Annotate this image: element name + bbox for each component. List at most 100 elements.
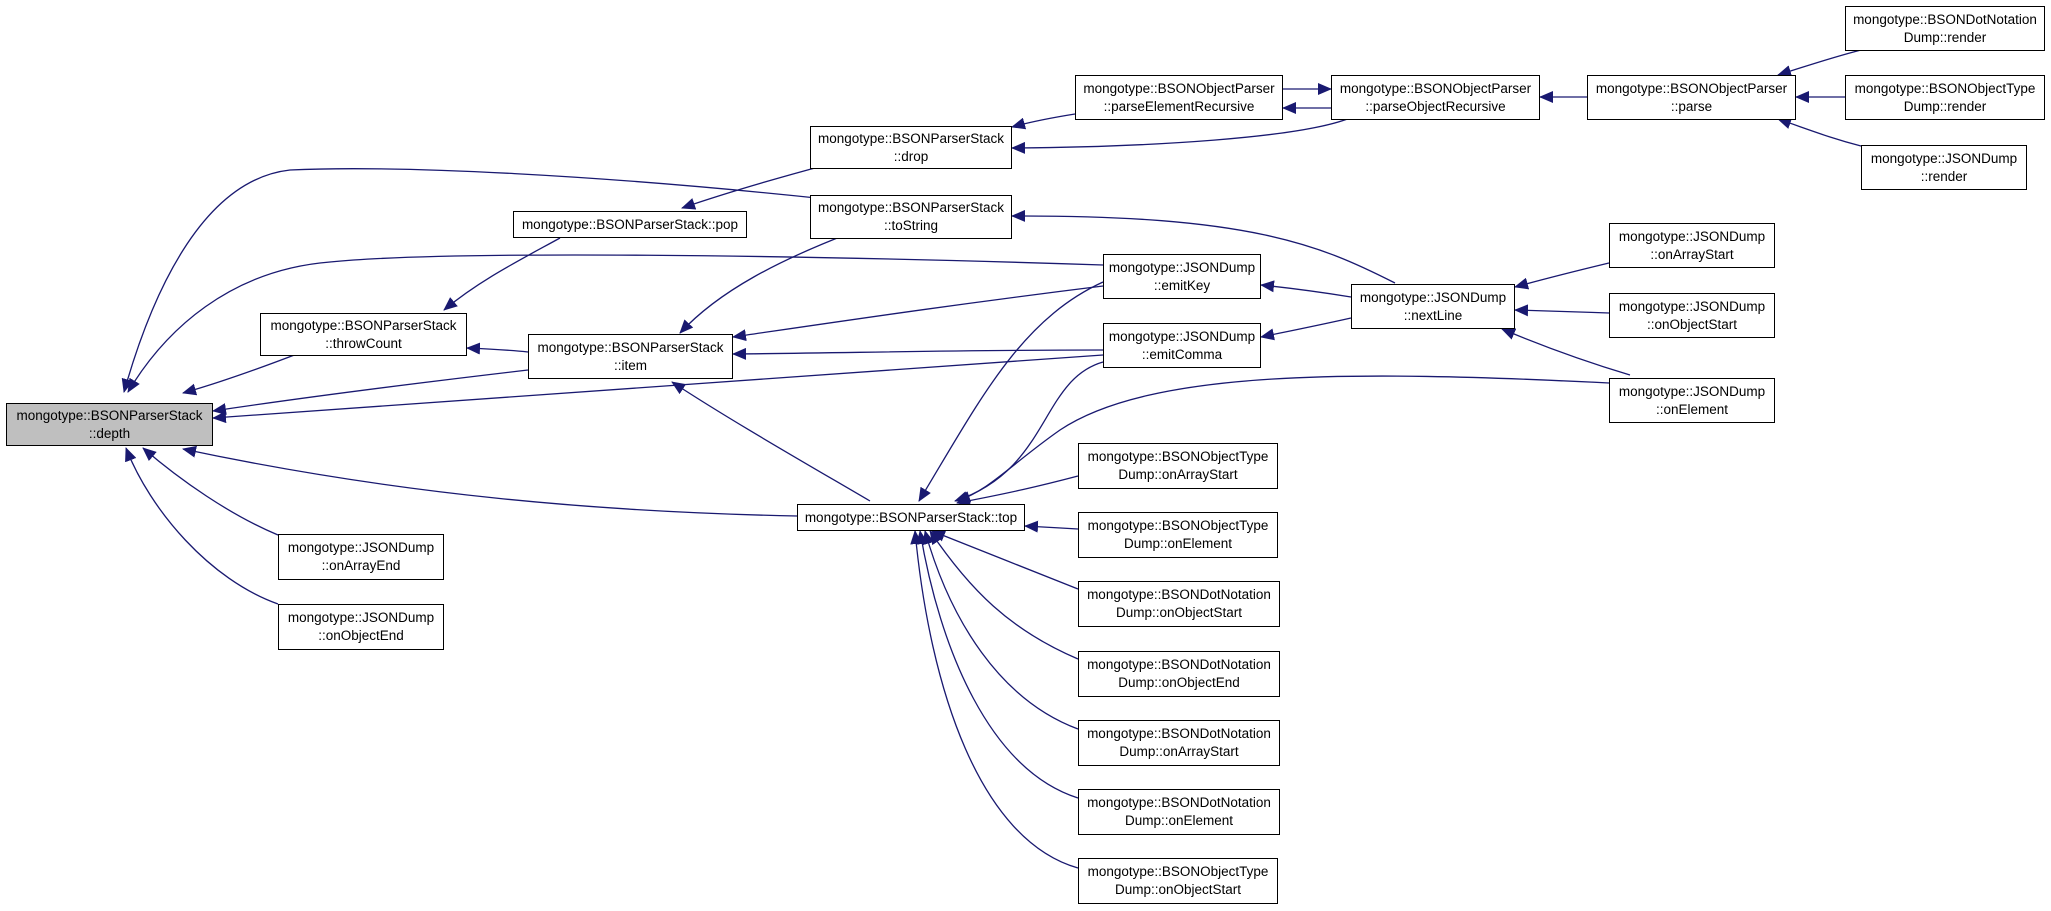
node-emitComma[interactable]: mongotype::JSONDump::emitComma bbox=[1103, 323, 1261, 368]
edge-drop-pop bbox=[681, 164, 827, 210]
node-throwCount[interactable]: mongotype::BSONParserStack::throwCount bbox=[260, 313, 467, 356]
node-sublabel: ::parse bbox=[1670, 98, 1713, 114]
node-nextLine[interactable]: mongotype::JSONDump::nextLine bbox=[1351, 284, 1515, 329]
edge-emitComma-item bbox=[732, 347, 1104, 360]
node-sublabel: ::onElement bbox=[1655, 401, 1729, 417]
node-jsondump-onObjectStart[interactable]: mongotype::JSONDump::onObjectStart bbox=[1609, 293, 1775, 338]
node-sublabel: Dump::onElement bbox=[1124, 813, 1234, 828]
node-label: mongotype::BSONDotNotation bbox=[1087, 587, 1271, 602]
edge-toString-depth bbox=[121, 168, 827, 393]
node-parseElementRecursive[interactable]: mongotype::BSONObjectParser::parseElemen… bbox=[1075, 75, 1283, 120]
edge-nextLine-emitComma bbox=[1260, 317, 1352, 341]
node-parseObjectRecursive[interactable]: mongotype::BSONObjectParser::parseObject… bbox=[1331, 75, 1540, 120]
node-label: mongotype::JSONDump bbox=[1618, 298, 1766, 314]
node-emitKey[interactable]: mongotype::JSONDump::emitKey bbox=[1103, 254, 1261, 299]
node-jsondump-render[interactable]: mongotype::JSONDump::render bbox=[1861, 145, 2027, 190]
node-label: mongotype::BSONParserStack bbox=[817, 200, 1005, 215]
node-label: mongotype::BSONDotNotation bbox=[1087, 657, 1271, 672]
node-sublabel: ::nextLine bbox=[1403, 307, 1463, 323]
node-sublabel: Dump::render bbox=[1903, 98, 1987, 114]
edge-item-throwCount bbox=[466, 342, 529, 355]
edge-jdObjStart-nextLine bbox=[1514, 304, 1610, 317]
edge-item-depth bbox=[212, 369, 529, 416]
node-item[interactable]: mongotype::BSONParserStack::item bbox=[528, 334, 733, 379]
node-label: mongotype::JSONDump bbox=[1108, 328, 1256, 344]
edge-emitKey-item bbox=[732, 285, 1104, 342]
edge-dndObjStart-top bbox=[931, 530, 1079, 590]
node-label: mongotype::JSONDump bbox=[1618, 228, 1766, 244]
node-sublabel: ::toString bbox=[883, 218, 939, 233]
node-sublabel: ::depth bbox=[88, 425, 131, 441]
edge-dndArrStart-top bbox=[922, 530, 1079, 730]
node-onArrayEnd[interactable]: mongotype::JSONDump::onArrayEnd bbox=[278, 534, 444, 580]
node-parse[interactable]: mongotype::BSONObjectParser::parse bbox=[1587, 75, 1796, 120]
edge-emitKey-depth bbox=[127, 254, 1104, 393]
node-label: mongotype::BSONParserStack bbox=[537, 339, 724, 355]
node-label: mongotype::BSONParserStack::pop bbox=[521, 216, 739, 232]
node-label: mongotype::JSONDump bbox=[1618, 383, 1766, 399]
node-drop[interactable]: mongotype::BSONParserStack::drop bbox=[810, 126, 1012, 169]
edge-jdElem-top bbox=[956, 375, 1610, 503]
edge-dndRender-parse bbox=[1777, 49, 1862, 77]
node-jsondump-onElement[interactable]: mongotype::JSONDump::onElement bbox=[1609, 378, 1775, 423]
node-label: mongotype::BSONDotNotation bbox=[1087, 795, 1271, 810]
edge-dndElem-top bbox=[916, 530, 1079, 799]
node-sublabel: Dump::onElement bbox=[1123, 536, 1233, 551]
node-sublabel: ::emitComma bbox=[1141, 346, 1223, 362]
node-sublabel: Dump::onArrayStart bbox=[1119, 744, 1239, 759]
node-sublabel: ::onArrayEnd bbox=[321, 558, 401, 573]
node-sublabel: ::onObjectEnd bbox=[318, 628, 404, 643]
node-label: mongotype::BSONObjectType bbox=[1087, 864, 1269, 879]
node-depth: mongotype::BSONParserStack::depth bbox=[6, 403, 213, 446]
edge-pop-throwCount bbox=[443, 237, 561, 311]
node-sublabel: ::onObjectStart bbox=[1646, 316, 1738, 332]
node-label: mongotype::BSONDotNotation bbox=[1087, 726, 1271, 741]
node-label: mongotype::JSONDump bbox=[1359, 289, 1507, 305]
node-sublabel: Dump::onObjectStart bbox=[1115, 605, 1243, 620]
node-label: mongotype::BSONParserStack bbox=[817, 130, 1005, 146]
edge-parseElem-drop bbox=[1011, 113, 1076, 130]
node-onObjectEnd[interactable]: mongotype::JSONDump::onObjectEnd bbox=[278, 604, 444, 650]
node-sublabel: ::item bbox=[613, 357, 647, 373]
node-sublabel: Dump::onObjectStart bbox=[1114, 882, 1242, 897]
node-sublabel: ::onArrayStart bbox=[1650, 246, 1734, 262]
node-sublabel: Dump::render bbox=[1903, 29, 1987, 45]
node-sublabel: Dump::onObjectEnd bbox=[1118, 675, 1240, 690]
node-label: mongotype::JSONDump bbox=[1108, 259, 1256, 275]
node-label: mongotype::JSONDump bbox=[287, 610, 435, 625]
node-pop[interactable]: mongotype::BSONParserStack::pop bbox=[513, 211, 747, 238]
node-sublabel: ::drop bbox=[893, 148, 929, 164]
node-label: mongotype::BSONParserStack::top bbox=[804, 509, 1018, 525]
node-sublabel: ::render bbox=[1920, 168, 1968, 184]
edge-nextLine-toString bbox=[1011, 209, 1396, 284]
node-label: mongotype::BSONObjectParser bbox=[1083, 80, 1275, 96]
node-label: mongotype::JSONDump bbox=[287, 540, 435, 555]
edge-otdObjStart-top bbox=[910, 530, 1079, 869]
edge-jdArrStart-nextLine bbox=[1514, 262, 1610, 290]
node-jsondump-onArrayStart[interactable]: mongotype::JSONDump::onArrayStart bbox=[1609, 223, 1775, 268]
edge-top-item bbox=[671, 381, 871, 502]
edge-nextLine-emitKey bbox=[1260, 280, 1352, 298]
node-toString[interactable]: mongotype::BSONParserStack::toString bbox=[810, 195, 1012, 239]
edge-parseObj-drop bbox=[1011, 117, 1351, 154]
edge-top-depth bbox=[182, 445, 798, 517]
node-label: mongotype::BSONDotNotation bbox=[1853, 11, 2037, 27]
node-label: mongotype::BSONParserStack bbox=[270, 317, 457, 333]
edge-otdArrStart-top bbox=[956, 475, 1079, 507]
node-top[interactable]: mongotype::BSONParserStack::top bbox=[797, 504, 1025, 531]
node-label: mongotype::BSONParserStack bbox=[16, 407, 203, 423]
node-sublabel: ::emitKey bbox=[1153, 277, 1211, 293]
node-sublabel: Dump::onArrayStart bbox=[1118, 467, 1238, 482]
edge-throwCount-depth bbox=[182, 353, 298, 396]
node-label: mongotype::BSONObjectParser bbox=[1339, 80, 1532, 96]
